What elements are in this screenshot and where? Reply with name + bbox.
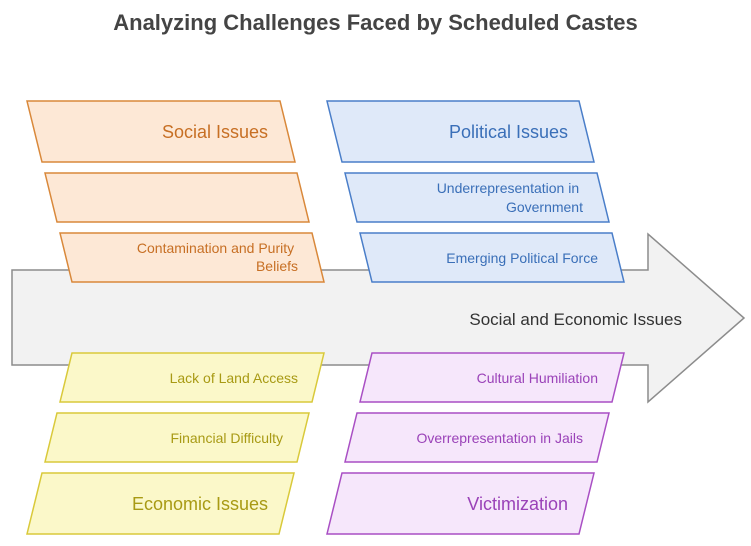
victimization-header-box xyxy=(326,472,595,535)
victimization-box-jails xyxy=(344,412,610,463)
economic-issue-land: Lack of Land Access xyxy=(170,370,298,386)
political-issue-box-emerging xyxy=(359,232,625,283)
social-issues-header: Social Issues xyxy=(162,122,268,142)
victimization-box-humiliation xyxy=(359,352,625,403)
spine-label: Social and Economic Issues xyxy=(469,310,682,329)
political-issue-underrepresentation: Underrepresentation in Government xyxy=(437,180,583,215)
political-issue-emerging: Emerging Political Force xyxy=(446,250,598,266)
economic-issues-header-box xyxy=(26,472,295,535)
victimization-humiliation: Cultural Humiliation xyxy=(477,370,598,386)
page-title: Analyzing Challenges Faced by Scheduled … xyxy=(113,10,638,35)
economic-issue-box-financial xyxy=(44,412,310,463)
victimization-jails: Overrepresentation in Jails xyxy=(416,430,583,446)
social-issue-box-contamination xyxy=(59,232,325,283)
victimization-header: Victimization xyxy=(467,494,568,514)
social-issue-box-empty xyxy=(44,172,310,223)
political-issue-box-underrepresentation xyxy=(344,172,610,223)
economic-issue-financial: Financial Difficulty xyxy=(170,430,283,446)
social-issue-contamination: Contamination and Purity Beliefs xyxy=(137,240,298,274)
social-issues-header-box xyxy=(26,100,296,163)
political-issues-header-box xyxy=(326,100,595,163)
economic-issues-header: Economic Issues xyxy=(132,494,268,514)
economic-issue-box-land xyxy=(59,352,325,403)
political-issues-header: Political Issues xyxy=(449,122,568,142)
